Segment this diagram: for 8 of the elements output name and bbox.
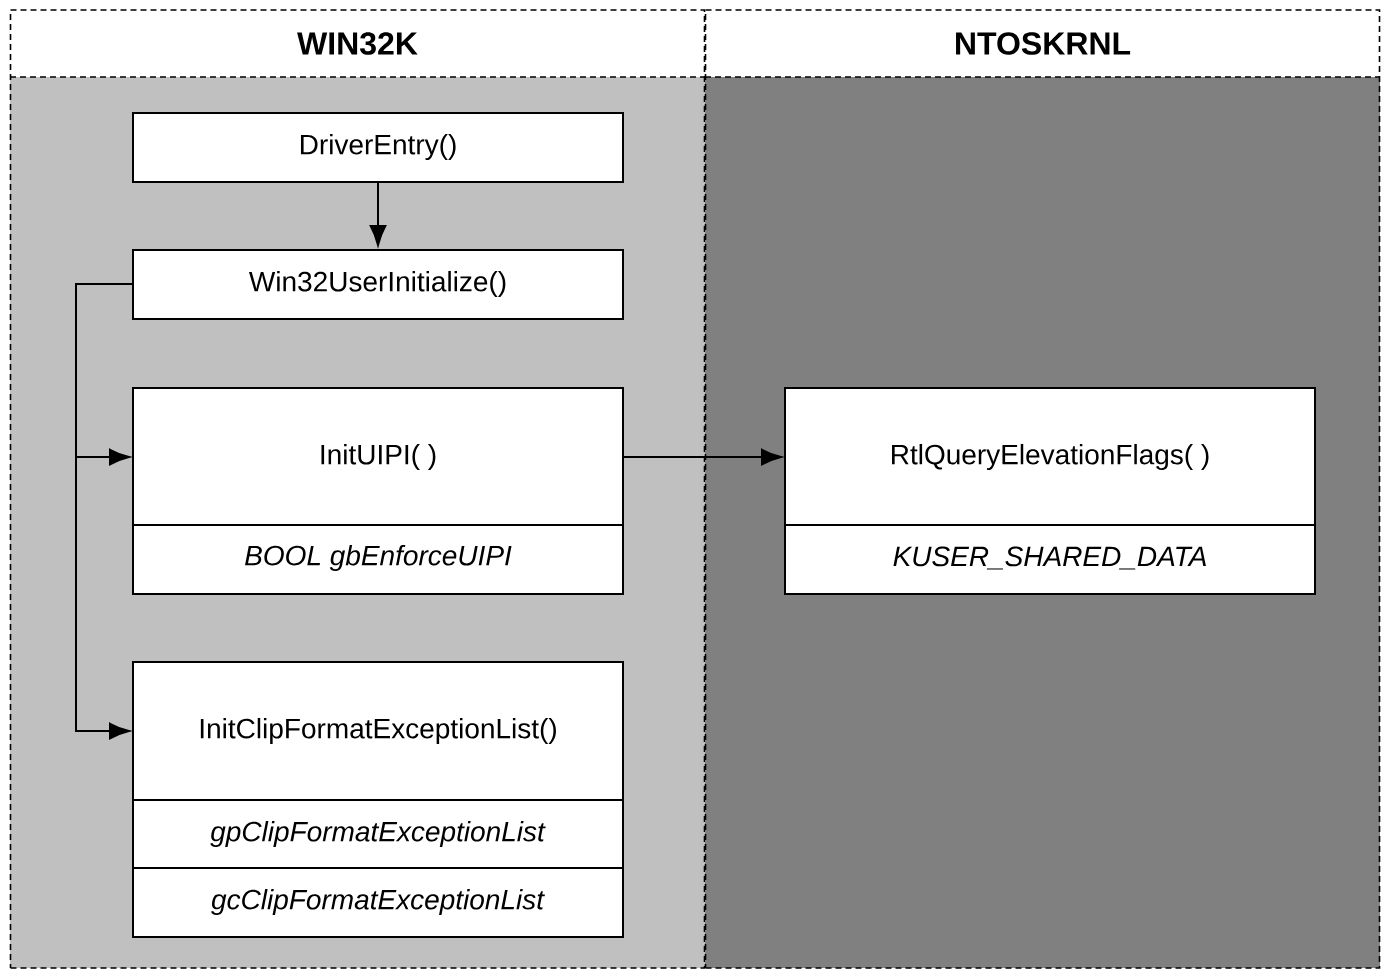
function-box: InitUIPI( ) BOOL gbEnforceUIPI bbox=[132, 387, 624, 595]
arrow bbox=[369, 182, 387, 246]
arrow bbox=[75, 283, 134, 740]
function-box: RtlQueryElevationFlags( ) KUSER_SHARED_DATA bbox=[784, 387, 1316, 595]
function-box: Win32UserInitialize() bbox=[132, 249, 624, 320]
arrow bbox=[622, 448, 782, 466]
function-box: DriverEntry() bbox=[132, 112, 624, 183]
function-box: InitClipFormatExceptionList() gpClipFormatExceptionList gcClipFormatExceptionList bbox=[132, 661, 624, 938]
